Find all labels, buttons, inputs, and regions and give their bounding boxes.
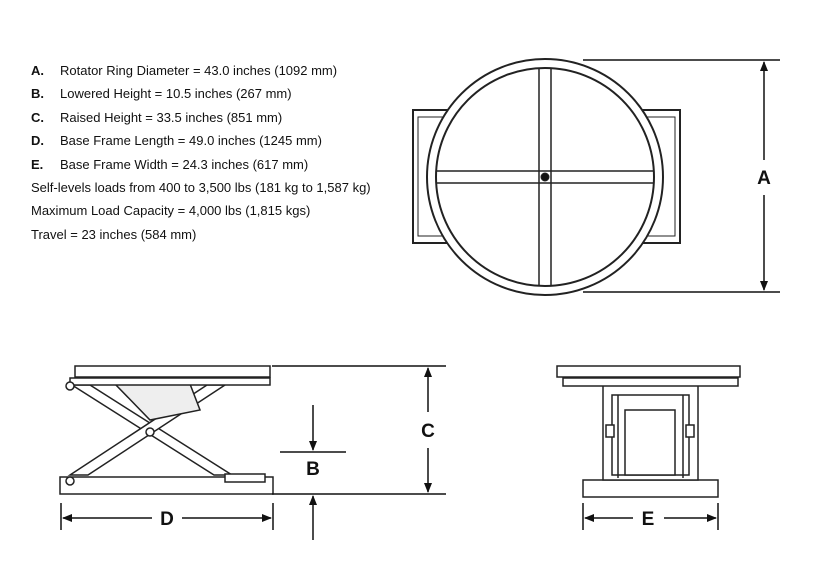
dimension-label-c: C [421, 421, 435, 442]
front-platform-frame [562, 377, 739, 387]
front-platform [556, 365, 741, 378]
spec-letter: E. [31, 156, 44, 172]
dimension-label-d: D [160, 509, 174, 530]
spec-text: Lowered Height = 10.5 inches (267 mm) [60, 86, 292, 102]
front-view [556, 365, 741, 498]
spec-a: A. Rotator Ring Diameter = 43.0 inches (1… [31, 59, 371, 82]
spec-text: Base Frame Width = 24.3 inches (617 mm) [60, 156, 309, 172]
side-base [59, 476, 274, 495]
spec-list: A. Rotator Ring Diameter = 43.0 inches (1… [31, 59, 371, 246]
dimension-d [60, 503, 274, 530]
spec-letter: A. [31, 63, 44, 78]
side-platform-frame [69, 377, 271, 386]
dimension-a [583, 59, 780, 293]
spec-text: Rotator Ring Diameter = 43.0 inches (109… [60, 63, 338, 78]
front-base [582, 479, 719, 498]
spec-d: D. Base Frame Length = 49.0 inches (1245 … [31, 129, 371, 152]
spec-text: Base Frame Length = 49.0 inches (1245 mm… [60, 133, 322, 149]
spec-letter: C. [31, 109, 44, 125]
rotator-ring-inner [435, 67, 655, 287]
spec-text: Raised Height = 33.5 inches (851 mm) [60, 109, 283, 125]
dimension-c [272, 365, 446, 495]
note-self-levels: Self-levels loads from 400 to 3,500 lbs … [31, 180, 371, 196]
note-max-load: Maximum Load Capacity = 4,000 lbs (1,815… [31, 203, 311, 219]
dimension-label-b: B [306, 459, 320, 480]
note-travel: Travel = 23 inches (584 mm) [31, 226, 197, 242]
spec-c: C. Raised Height = 33.5 inches (851 mm) [31, 106, 371, 129]
dimension-label-a: A [757, 168, 771, 189]
dimension-label-e: E [642, 509, 655, 530]
spec-letter: D. [31, 133, 44, 149]
center-hub [540, 172, 550, 182]
top-view [412, 58, 681, 296]
spec-letter: B. [31, 86, 44, 102]
side-platform [74, 365, 271, 378]
dimension-b [280, 405, 346, 540]
dimension-e [582, 503, 719, 530]
side-view [59, 365, 274, 495]
spec-b: B. Lowered Height = 10.5 inches (267 mm) [31, 82, 371, 105]
spec-e: E. Base Frame Width = 24.3 inches (617 mm… [31, 153, 371, 176]
